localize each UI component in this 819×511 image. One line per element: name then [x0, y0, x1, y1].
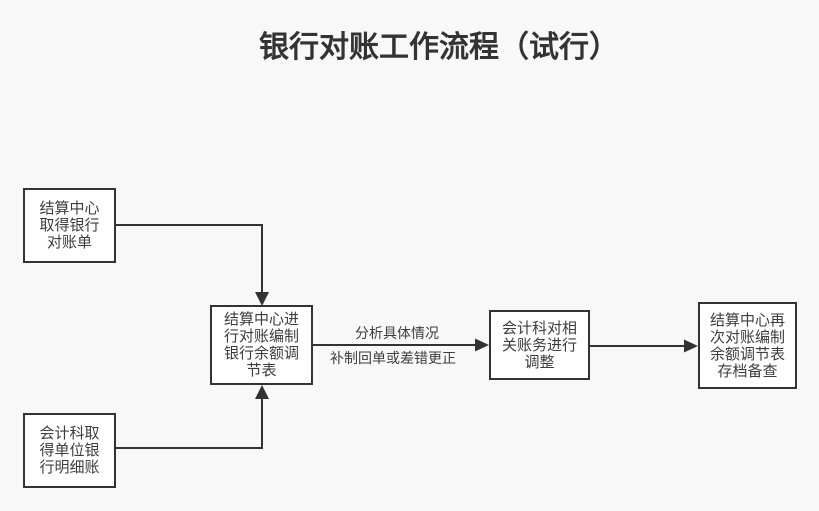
- edge-label-analyze-situation: 分析具体情况: [355, 325, 439, 341]
- arrowhead-right-icon: [684, 339, 698, 353]
- connector-ledger-to-reconcile: [116, 385, 269, 449]
- edge-label-reissue-or-correct: 补制回单或差错更正: [330, 350, 456, 366]
- connector-adjust-to-archive: [590, 339, 698, 353]
- flow-node-reconcile-prepare-adjustment-table: 结算中心进 行对账编制 银行余额调 节表: [210, 305, 313, 385]
- connector-line: [116, 398, 263, 449]
- flow-node-get-bank-statement: 结算中心 取得银行 对账单: [23, 188, 116, 263]
- flow-node-adjust-related-accounts: 会计科对相 关账务进行 调整: [489, 310, 590, 380]
- diagram-title: 银行对账工作流程（试行）: [259, 31, 619, 64]
- connector-line: [116, 224, 263, 293]
- arrowhead-up-icon: [255, 385, 269, 399]
- arrowhead-right-icon: [475, 338, 489, 352]
- arrowhead-down-icon: [255, 292, 269, 306]
- flow-node-get-unit-bank-ledger: 会计科取 得单位银 行明细账: [23, 413, 116, 488]
- connector-statement-to-reconcile: [116, 224, 269, 306]
- flow-node-re-reconcile-archive: 结算中心再 次对账编制 余额调节表 存档备查: [698, 302, 797, 389]
